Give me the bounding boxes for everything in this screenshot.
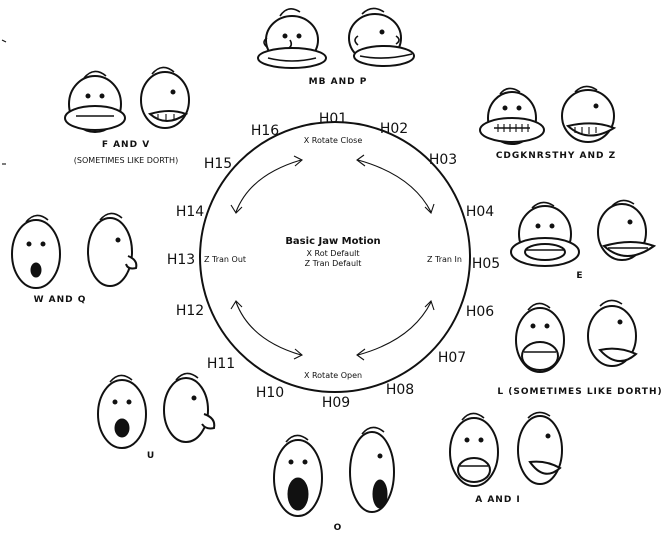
position-h03: H03 <box>429 152 457 168</box>
position-h06: H06 <box>466 304 494 320</box>
face-l-side <box>587 299 638 367</box>
caption-fv: F AND V <box>102 140 150 150</box>
face-l-front <box>515 302 565 373</box>
arrow-lower-left <box>235 301 302 356</box>
caption-u: U <box>147 451 155 461</box>
center-line-2: Z Tran Default <box>305 259 362 268</box>
arrow-upper-right <box>357 159 432 213</box>
face-u-side <box>163 372 216 443</box>
position-h12: H12 <box>176 303 204 319</box>
face-group-o: O <box>273 426 395 533</box>
jaw-motion-circle <box>199 121 471 393</box>
axis-label-right: Z Tran In <box>427 255 462 264</box>
caption-wq: W AND Q <box>34 295 87 305</box>
position-h13: H13 <box>167 252 195 268</box>
face-o-side <box>349 426 395 513</box>
position-h11: H11 <box>207 356 235 372</box>
position-h15: H15 <box>204 156 232 172</box>
center-line-1: X Rot Default <box>306 249 359 258</box>
position-h14: H14 <box>176 204 204 220</box>
face-fv-front <box>64 70 126 133</box>
face-group-wq: W AND Q <box>11 212 138 305</box>
motion-arrows <box>230 154 435 361</box>
face-e-front <box>510 201 580 267</box>
face-cdg-side <box>561 85 617 143</box>
position-h02: H02 <box>380 121 408 137</box>
arrow-lower-right <box>357 301 432 356</box>
face-group-ai: A AND I <box>449 411 563 505</box>
caption-l: L (SOMETIMES LIKE DORTH) <box>497 387 662 397</box>
caption-fv-note: (SOMETIMES LIKE DORTH) <box>74 156 178 165</box>
caption-o: O <box>334 523 343 533</box>
diagram-title: Basic Jaw Motion <box>285 236 380 247</box>
position-h01: H01 <box>319 111 347 127</box>
face-group-u: U <box>97 372 216 461</box>
caption-mbp: MB AND P <box>309 77 368 87</box>
caption-cdg: CDGKNRSTHY AND Z <box>496 151 616 161</box>
face-group-mbp: MB AND P <box>257 7 415 87</box>
axis-label-bottom: X Rotate Open <box>304 371 362 380</box>
position-labels: H01 H02 H03 H04 H05 H06 H07 H08 H09 H10 … <box>167 111 500 411</box>
axis-label-top: X Rotate Close <box>304 136 363 145</box>
face-o-front <box>273 434 323 517</box>
face-group-e: E <box>510 199 657 281</box>
face-cdg-front <box>479 87 545 145</box>
axis-label-left: Z Tran Out <box>204 255 246 264</box>
edge-marks <box>1 39 7 165</box>
position-h04: H04 <box>466 204 494 220</box>
face-ai-side <box>517 411 563 485</box>
face-e-side <box>597 199 657 261</box>
caption-ai: A AND I <box>475 495 521 505</box>
position-h16: H16 <box>251 123 279 139</box>
face-mbp-front <box>257 8 327 69</box>
face-group-l: L (SOMETIMES LIKE DORTH) <box>497 299 662 397</box>
position-h08: H08 <box>386 382 414 398</box>
face-u-front <box>97 374 147 449</box>
face-group-fv: F AND V (SOMETIMES LIKE DORTH) <box>64 66 190 165</box>
position-h09: H09 <box>322 395 350 411</box>
face-wq-side <box>87 212 138 287</box>
position-h10: H10 <box>256 385 284 401</box>
face-wq-front <box>11 214 61 289</box>
caption-e: E <box>576 271 583 281</box>
arrow-upper-left <box>235 159 302 213</box>
face-ai-front <box>449 412 499 487</box>
face-mbp-side <box>348 7 415 67</box>
position-h05: H05 <box>472 256 500 272</box>
position-h07: H07 <box>438 350 466 366</box>
face-fv-side <box>140 66 190 129</box>
face-group-cdg: CDGKNRSTHY AND Z <box>479 85 617 161</box>
